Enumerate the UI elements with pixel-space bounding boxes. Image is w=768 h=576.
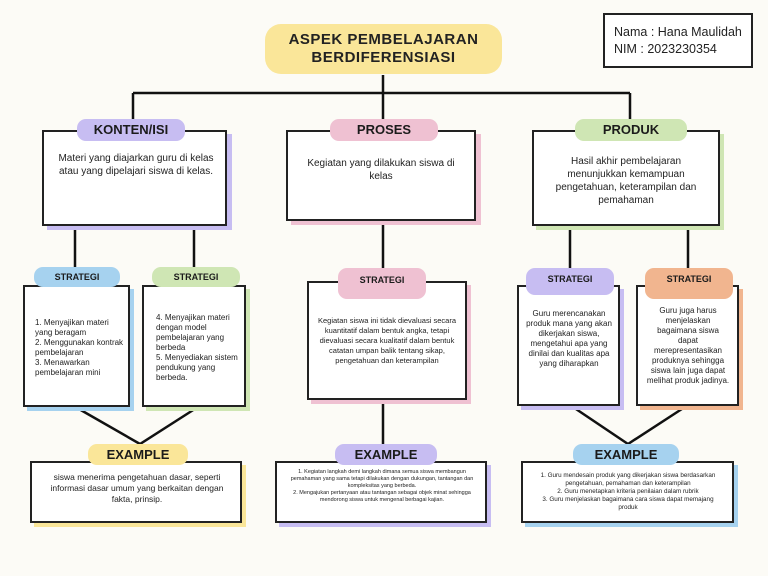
produk-example-text: 1. Guru mendesain produk yang dikerjakan…	[540, 472, 716, 511]
proses-example-text: 1. Kegiatan langkah demi langkah dimana …	[290, 469, 474, 503]
produk-strategi1-text: Guru merencanakan produk mana yang akan …	[526, 309, 612, 368]
proses-strategi-label: STRATEGI	[338, 268, 426, 299]
produk-strategi1-box	[517, 285, 620, 406]
proses-desc: Kegiatan yang dilakukan siswa di kelas	[307, 158, 455, 182]
proses-label: PROSES	[330, 119, 438, 141]
konten-desc: Materi yang diajarkan guru di kelas atau…	[58, 153, 214, 177]
proses-strategi-box	[307, 281, 467, 400]
produk-label: PRODUK	[575, 119, 687, 141]
konten-example-label: EXAMPLE	[88, 444, 188, 465]
produk-example-label: EXAMPLE	[573, 444, 679, 465]
konten-strategi2-text: 4. Menyajikan materi dengan model pembel…	[156, 313, 238, 382]
title-line-1: ASPEK PEMBELAJARAN	[288, 31, 479, 48]
produk-strategi2-text: Guru juga harus menjelaskan bagaimana si…	[646, 306, 730, 385]
konten-strategi2-label: STRATEGI	[152, 267, 240, 287]
student-nim: NIM : 2023230354	[614, 42, 717, 56]
konten-strategi2-box	[142, 285, 246, 407]
student-name: Nama : Hana Maulidah	[614, 25, 742, 39]
konten-strategi1-text: 1. Menyajikan materi yang beragam 2. Men…	[35, 318, 124, 377]
konten-label: KONTEN/ISI	[77, 119, 185, 141]
konten-example-text: siswa menerima pengetahuan dasar, sepert…	[50, 472, 224, 504]
title-line-2: BERDIFERENSIASI	[311, 49, 456, 66]
student-info-box	[603, 13, 753, 68]
konten-strategi1-box	[23, 285, 130, 407]
produk-strategi2-label: STRATEGI	[645, 268, 733, 299]
page-title: ASPEK PEMBELAJARAN BERDIFERENSIASI	[265, 31, 502, 67]
konten-strategi1-label: STRATEGI	[34, 267, 120, 287]
proses-desc-box	[286, 130, 476, 221]
konten-desc-box	[42, 130, 227, 226]
proses-strategi-text: Kegiatan siswa ini tidak dievaluasi seca…	[318, 316, 456, 365]
produk-strategi1-label: STRATEGI	[526, 268, 614, 295]
proses-example-label: EXAMPLE	[335, 444, 437, 465]
title-banner	[265, 24, 502, 74]
student-info: Nama : Hana Maulidah NIM : 2023230354	[614, 24, 754, 58]
produk-desc: Hasil akhir pembelajaran menunjukkan kem…	[555, 156, 697, 206]
konten-example-box	[30, 461, 242, 523]
produk-desc-box	[532, 130, 720, 226]
